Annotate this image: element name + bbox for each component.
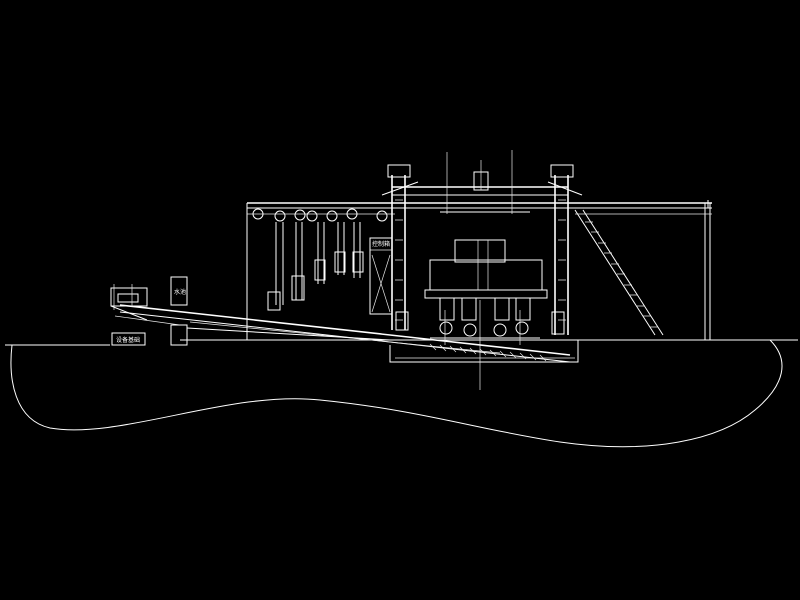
hanging-spindles <box>252 208 388 311</box>
base-block <box>111 332 146 346</box>
tank-label: 水池 <box>174 288 186 296</box>
building-frame <box>240 200 716 341</box>
feed-machine: 设备基础 <box>110 284 181 346</box>
control-cabinet: 控制箱 <box>369 237 393 315</box>
cabinet-label: 控制箱 <box>372 240 390 248</box>
base-block-label: 设备基础 <box>116 336 140 344</box>
tank: 水池 <box>170 276 391 346</box>
tower-columns <box>381 150 583 335</box>
main-machine <box>424 239 548 345</box>
ground-profile <box>5 339 798 448</box>
staircase <box>574 209 664 336</box>
